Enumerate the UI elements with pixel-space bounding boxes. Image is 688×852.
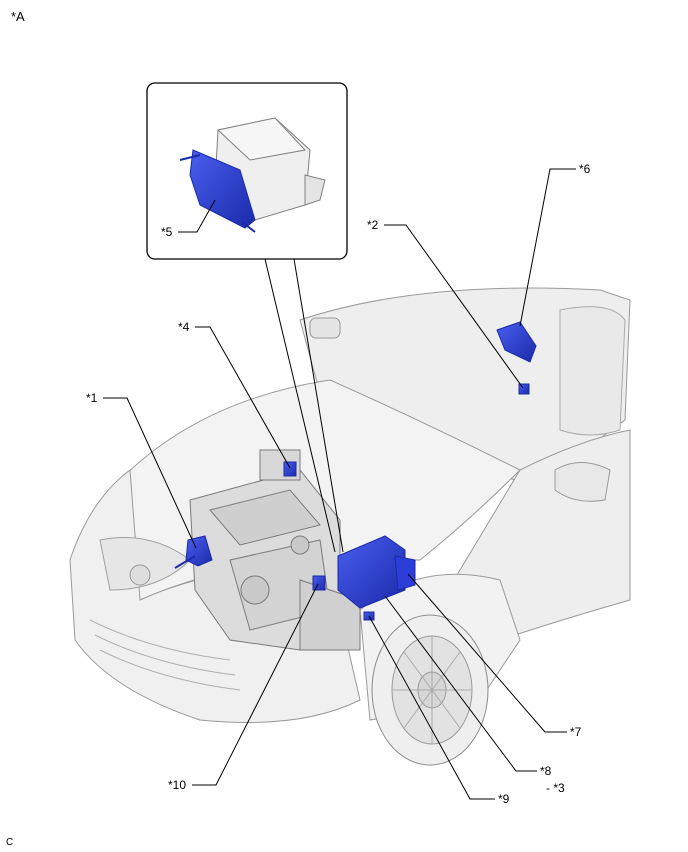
callout-3: - *3: [546, 781, 565, 795]
callout-2: *2: [367, 218, 379, 232]
callout-9: *9: [498, 792, 510, 806]
component-2: [518, 383, 530, 395]
component-4: [283, 461, 297, 477]
corner-code: C: [6, 837, 14, 848]
inset-component-5: [189, 149, 256, 229]
seat: [559, 306, 626, 436]
emblem: [129, 564, 151, 586]
callout-10: *10: [168, 778, 187, 792]
component-6: [496, 321, 537, 363]
leader-7: [407, 573, 567, 733]
side-mirror: [554, 462, 611, 502]
callout-6: *6: [579, 162, 591, 176]
leader-lines: [103, 168, 576, 800]
inset-pointer-left: [264, 258, 336, 553]
leader-2: [384, 224, 524, 389]
inset-pointer-right: [293, 258, 344, 553]
callout-7: *7: [570, 725, 582, 739]
leader-8: [384, 595, 537, 772]
leader-10: [192, 583, 319, 786]
engine-assembly: [189, 449, 361, 651]
component-7: [394, 555, 416, 591]
component-10: [312, 575, 326, 591]
leader-9: [368, 615, 495, 800]
leader-4: [195, 326, 291, 469]
callout-8: *8: [540, 764, 552, 778]
leader-1: [103, 397, 197, 549]
callout-4: *4: [178, 320, 190, 334]
figure-tag: *A: [11, 9, 25, 24]
leader-5: [178, 199, 216, 233]
component-ecu-box: [337, 535, 406, 609]
front-wheel: [371, 614, 489, 766]
rearview-mirror: [309, 317, 341, 339]
car-body: [69, 287, 631, 723]
callout-1: *1: [86, 391, 98, 405]
grille: [89, 619, 241, 691]
callout-5: *5: [161, 225, 173, 239]
leader-6: [519, 168, 576, 327]
